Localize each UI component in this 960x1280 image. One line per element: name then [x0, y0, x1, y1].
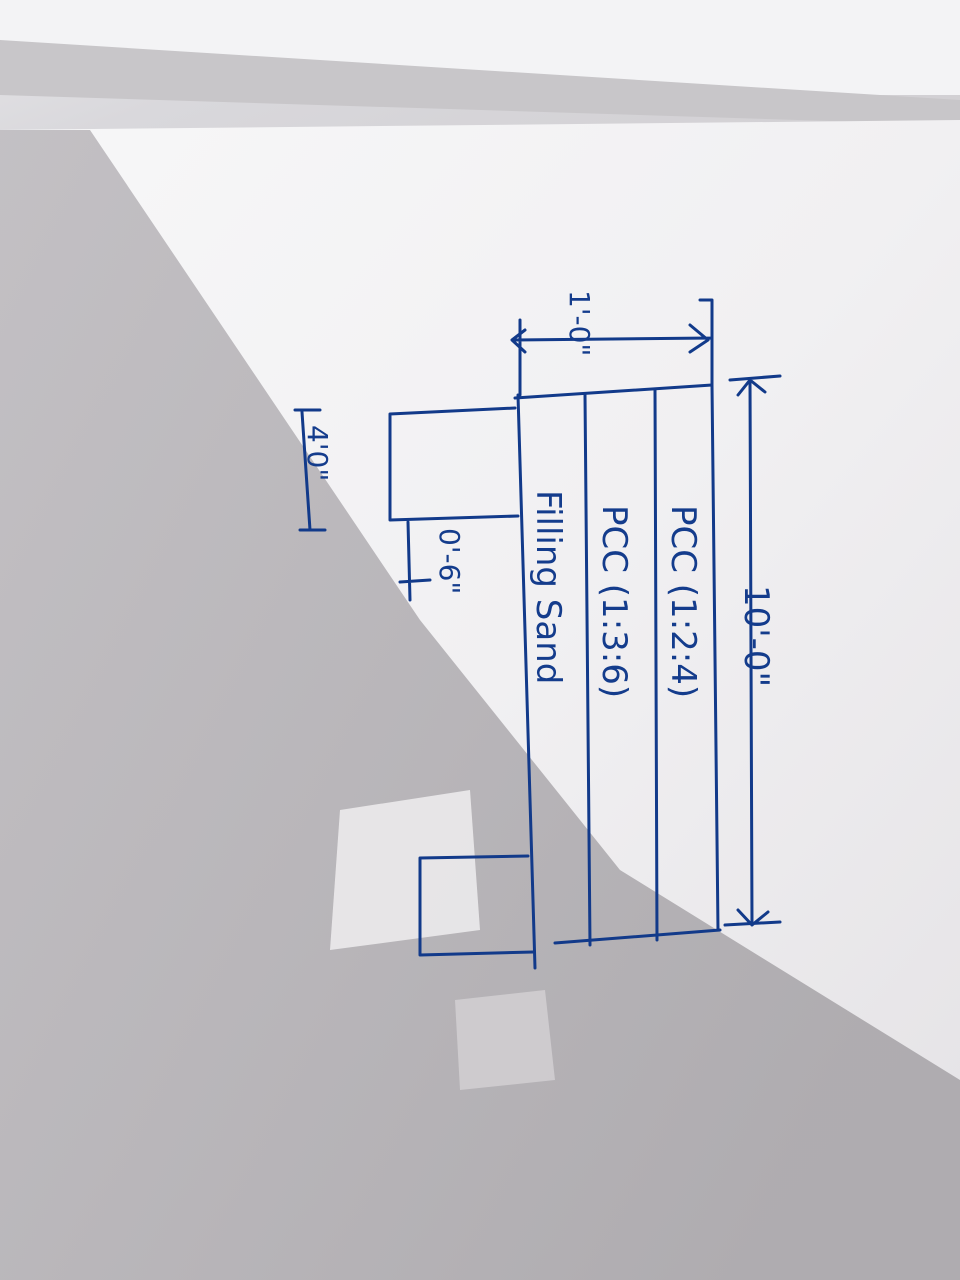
footing-box-bottom [418, 854, 535, 957]
layer-line-3 [583, 393, 592, 947]
dimension-line-footing [293, 408, 327, 532]
label-overall-width: 10'-0" [736, 585, 776, 687]
layer-line-2 [653, 388, 659, 942]
top-edge [513, 383, 714, 400]
label-pcc-124: PCC (1:2:4) [663, 505, 703, 698]
bottom-edge [553, 928, 722, 945]
foundation-drawing [293, 298, 782, 970]
label-pcc-136: PCC (1:3:6) [594, 505, 634, 698]
paper-shadow [0, 130, 960, 1280]
label-footing-offset: 0'-6" [433, 528, 466, 594]
dimension-line-overall [723, 374, 782, 927]
label-footing-width: 4'0" [301, 425, 334, 481]
layer-line-4 [516, 393, 537, 970]
dimension-line-offset [398, 520, 432, 602]
label-filling-sand: Filling Sand [528, 490, 568, 684]
layer-line-top [710, 383, 720, 932]
light-patch-2 [455, 990, 555, 1090]
label-top-thickness: 1'-0" [563, 290, 596, 356]
dimension-line-top [510, 298, 714, 397]
light-patch [330, 790, 480, 950]
strip-shadow [0, 40, 960, 125]
footing-box-top [388, 406, 520, 522]
